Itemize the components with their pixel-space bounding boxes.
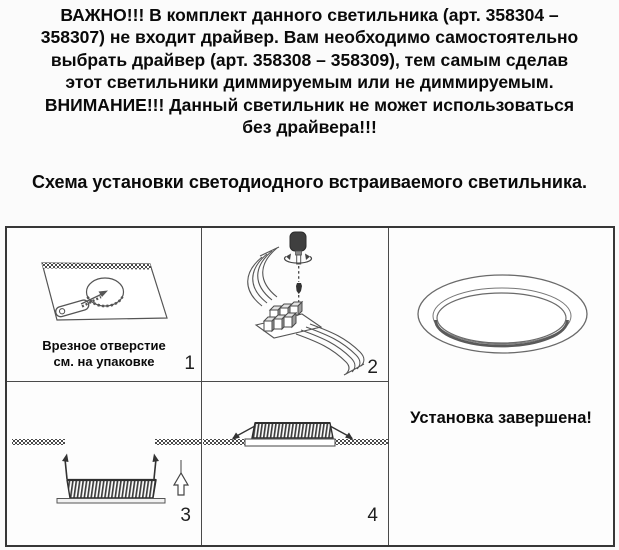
step-2-panel: 2 <box>202 228 388 381</box>
step-4-number: 4 <box>367 505 378 526</box>
step-1-caption: Врезное отверстие см. на упаковке <box>7 338 201 369</box>
notice-line-1: ВАЖНО!!! В комплект данного светильника … <box>60 5 559 25</box>
saw-cutting-hole-illustration <box>41 262 168 321</box>
fixture-spring-clips-insert-illustration <box>12 439 201 504</box>
grid-horizontal-divider <box>7 381 388 382</box>
step-1-caption-line-2: см. на упаковке <box>53 353 155 369</box>
notice-line-6: без драйвера!!! <box>242 117 377 138</box>
fixture-clamped-in-ceiling-illustration <box>203 422 388 447</box>
notice-line-4: этот светильники диммируемым или не димм… <box>65 72 554 93</box>
scheme-title: Схема установки светодиодного встраиваем… <box>32 172 587 192</box>
step-3-panel: 3 <box>7 382 201 545</box>
result-caption: Установка завершена! <box>410 409 592 427</box>
grid-vertical-divider-1 <box>201 228 202 545</box>
screwdriver-terminal-wiring-illustration <box>247 231 365 376</box>
installation-diagram-grid: Врезное отверстие см. на упаковке 1 <box>5 226 615 547</box>
result-panel: Установка завершена! <box>389 228 613 545</box>
notice-line-3: выбрать драйвер (арт. 358308 – 358309), … <box>50 49 569 70</box>
notice-line-5: ВНИМАНИЕ!!! Данный светильник не может и… <box>44 94 575 115</box>
notice-line-2: 358307) не входит драйвер. Вам необходим… <box>40 27 579 48</box>
step-3-number: 3 <box>180 505 191 526</box>
installed-downlight-illustration <box>417 274 588 354</box>
important-notice: ВАЖНО!!! В комплект данного светильника … <box>0 4 619 138</box>
step-2-number: 2 <box>367 357 378 378</box>
grid-vertical-divider-2 <box>388 228 389 545</box>
step-4-panel: 4 <box>202 382 388 545</box>
step-1-panel: Врезное отверстие см. на упаковке 1 <box>7 228 201 381</box>
step-1-caption-line-1: Врезное отверстие <box>42 338 166 353</box>
step-1-number: 1 <box>184 353 195 374</box>
